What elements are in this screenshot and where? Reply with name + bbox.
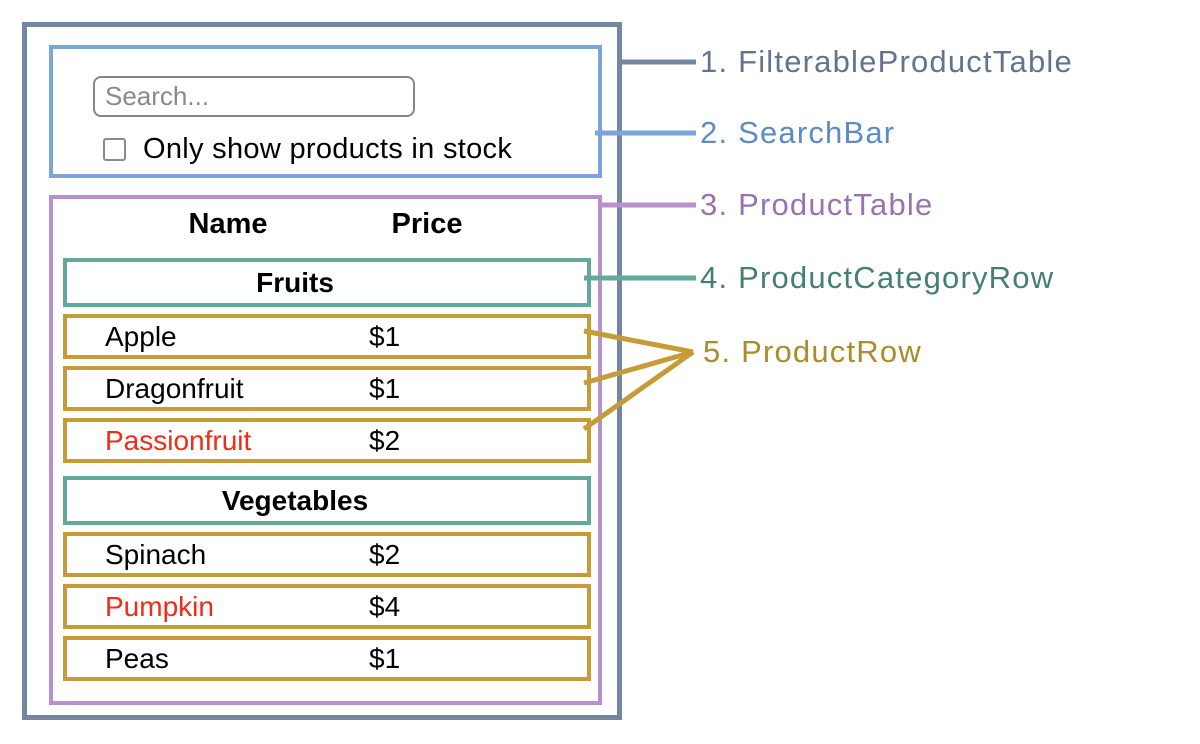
product-name: Spinach xyxy=(105,538,207,570)
product-row-dragonfruit: Dragonfruit $1 xyxy=(63,366,591,411)
callout-product-table: 3. ProductTable xyxy=(700,187,934,222)
column-header-price: Price xyxy=(391,208,463,240)
callout-filterable-product-table: 1. FilterableProductTable xyxy=(700,44,1073,79)
product-table-box: Name Price Fruits Apple $1 Dragonfruit $… xyxy=(49,195,602,705)
category-row-fruits: Fruits xyxy=(63,258,591,307)
product-price: $2 xyxy=(369,424,401,456)
product-row-apple: Apple $1 xyxy=(63,314,591,359)
product-name: Pumpkin xyxy=(105,590,214,622)
product-price: $4 xyxy=(369,590,401,622)
product-row-peas: Peas $1 xyxy=(63,636,591,681)
product-name: Apple xyxy=(105,320,177,352)
product-price: $2 xyxy=(369,538,401,570)
product-name: Passionfruit xyxy=(105,424,252,456)
filterable-product-table-box: Only show products in stock Name Price F… xyxy=(22,22,622,720)
in-stock-checkbox-label: Only show products in stock xyxy=(143,133,513,165)
product-price: $1 xyxy=(369,372,401,404)
product-row-pumpkin: Pumpkin $4 xyxy=(63,584,591,629)
search-input[interactable] xyxy=(93,76,415,117)
category-row-vegetables: Vegetables xyxy=(63,476,591,525)
search-bar-box: Only show products in stock xyxy=(49,45,602,178)
callout-product-category-row: 4. ProductCategoryRow xyxy=(700,260,1055,295)
in-stock-checkbox[interactable] xyxy=(103,138,126,161)
column-header-name: Name xyxy=(188,208,268,240)
product-row-spinach: Spinach $2 xyxy=(63,532,591,577)
callout-product-row: 5. ProductRow xyxy=(703,334,922,369)
product-name: Peas xyxy=(105,642,169,674)
callout-search-bar: 2. SearchBar xyxy=(700,115,896,150)
product-price: $1 xyxy=(369,320,401,352)
category-label: Vegetables xyxy=(221,484,369,516)
product-price: $1 xyxy=(369,642,401,674)
product-row-passionfruit: Passionfruit $2 xyxy=(63,418,591,463)
product-name: Dragonfruit xyxy=(105,372,244,404)
stock-filter-row: Only show products in stock xyxy=(103,133,512,166)
category-label: Fruits xyxy=(256,266,334,298)
